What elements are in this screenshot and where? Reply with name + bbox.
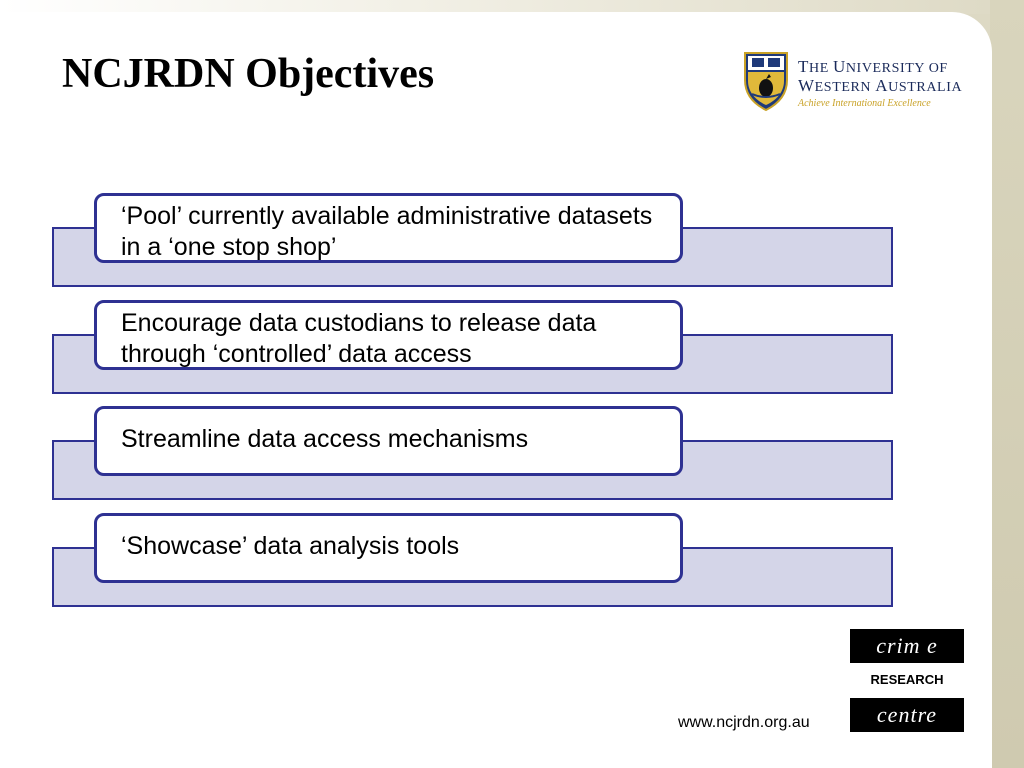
objective-text: ‘Showcase’ data analysis tools xyxy=(94,513,683,583)
crc-logo-top: crim e xyxy=(850,629,964,663)
uwa-motto: Achieve International Excellence xyxy=(798,98,931,109)
objective-text: ‘Pool’ currently available administrativ… xyxy=(94,193,683,263)
footer-website: www.ncjrdn.org.au xyxy=(678,714,810,731)
background-right-strip xyxy=(990,0,1024,768)
objective-item: ‘Pool’ currently available administrativ… xyxy=(0,193,992,293)
crime-research-centre-logo: crim e RESEARCH centre xyxy=(850,629,964,733)
crc-logo-bottom: centre xyxy=(850,698,964,732)
slide: NCJRDN Objectives THE UNIVERSITY OF WEST… xyxy=(0,12,992,768)
crc-logo-middle: RESEARCH xyxy=(870,672,944,687)
uwa-wordmark: THE UNIVERSITY OF WESTERN AUSTRALIA Achi… xyxy=(798,58,962,109)
uwa-crest-icon xyxy=(744,52,788,112)
uwa-text-part: T xyxy=(798,57,809,76)
uwa-text-part: ESTERN xyxy=(814,80,876,95)
uwa-text-part: NIVERSITY OF xyxy=(845,61,948,76)
background-top-strip xyxy=(0,0,1024,14)
page-title: NCJRDN Objectives xyxy=(62,51,435,97)
uwa-text-part: USTRALIA xyxy=(888,80,963,95)
uwa-logo: THE UNIVERSITY OF WESTERN AUSTRALIA Achi… xyxy=(742,50,962,114)
uwa-text-part: U xyxy=(832,57,846,76)
uwa-text-part: A xyxy=(875,76,889,95)
uwa-name-line-2: WESTERN AUSTRALIA xyxy=(798,77,962,96)
objective-item: Encourage data custodians to release dat… xyxy=(0,300,992,400)
uwa-text-part: W xyxy=(798,76,815,95)
objective-item: ‘Showcase’ data analysis tools xyxy=(0,513,992,613)
objective-text: Streamline data access mechanisms xyxy=(94,406,683,476)
objective-item: Streamline data access mechanisms xyxy=(0,406,992,506)
uwa-text-part: HE xyxy=(808,61,833,76)
uwa-name-line-1: THE UNIVERSITY OF xyxy=(798,58,962,77)
objective-text: Encourage data custodians to release dat… xyxy=(94,300,683,370)
